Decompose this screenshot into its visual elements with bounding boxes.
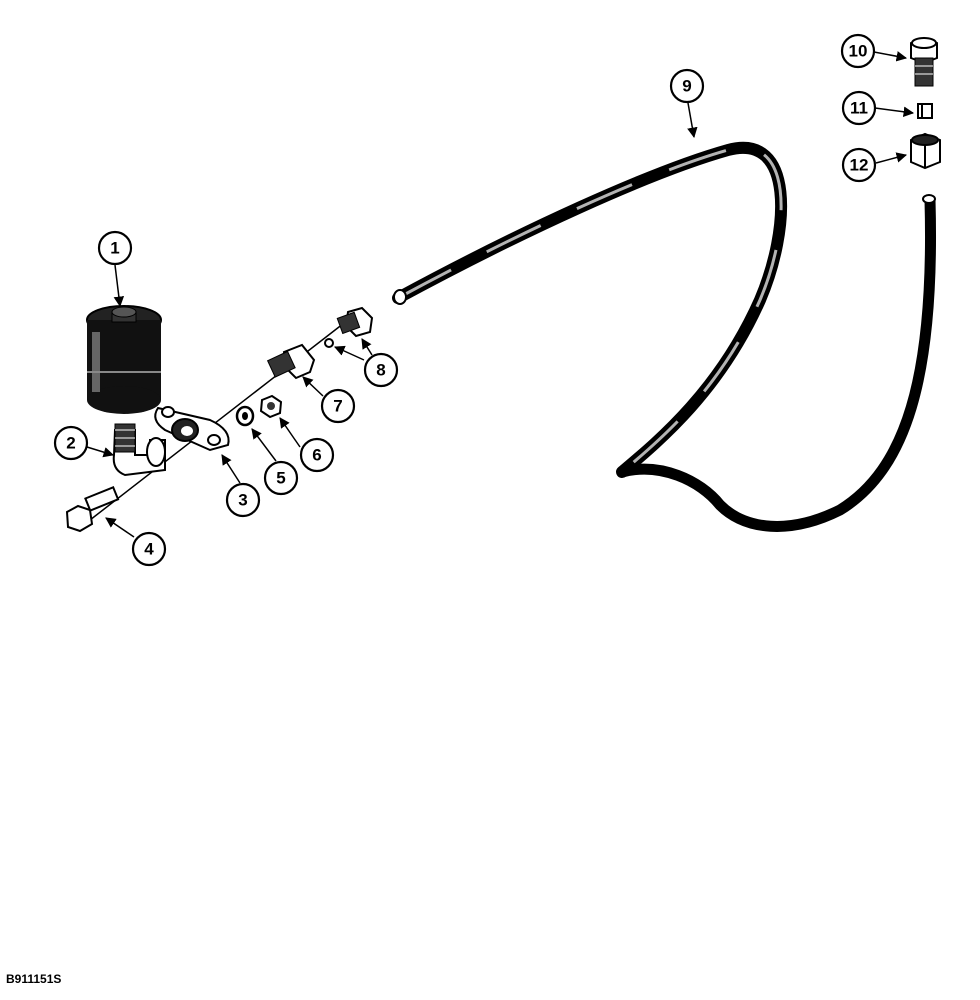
sleeve-and-nut <box>324 306 374 348</box>
figure-code: B911151S <box>6 972 62 986</box>
svg-text:11: 11 <box>850 99 868 118</box>
svg-text:9: 9 <box>682 77 691 96</box>
callout-8: 8 <box>363 352 399 388</box>
svg-text:12: 12 <box>850 156 869 175</box>
washer <box>235 405 255 427</box>
callout-10: 10 <box>840 33 876 69</box>
top-fitting <box>910 36 938 87</box>
callout-11: 11 <box>841 90 877 126</box>
svg-text:10: 10 <box>849 42 868 61</box>
callout-3: 3 <box>225 482 261 518</box>
top-nut <box>910 132 941 170</box>
svg-text:5: 5 <box>276 469 285 488</box>
callout-2: 2 <box>53 425 89 461</box>
callout-9: 9 <box>669 68 705 104</box>
nut <box>259 394 283 419</box>
bolt <box>65 485 120 533</box>
svg-text:8: 8 <box>376 361 385 380</box>
callout-6: 6 <box>299 437 335 473</box>
elbow-fitting <box>112 423 166 477</box>
hose <box>392 141 936 532</box>
callout-4: 4 <box>131 531 167 567</box>
callout-7: 7 <box>320 388 356 424</box>
mounting-flange <box>154 406 230 452</box>
svg-text:6: 6 <box>312 446 321 465</box>
callout-12: 12 <box>841 147 877 183</box>
svg-text:3: 3 <box>238 491 247 510</box>
svg-text:2: 2 <box>66 434 75 453</box>
top-sleeve <box>917 103 933 119</box>
leader-lines <box>86 51 915 538</box>
svg-text:4: 4 <box>144 540 154 559</box>
callout-5: 5 <box>263 460 299 496</box>
connector-fitting <box>266 343 316 380</box>
filter-canister <box>86 305 162 414</box>
svg-text:7: 7 <box>333 397 342 416</box>
svg-text:1: 1 <box>110 239 119 258</box>
callout-1: 1 <box>97 230 133 266</box>
